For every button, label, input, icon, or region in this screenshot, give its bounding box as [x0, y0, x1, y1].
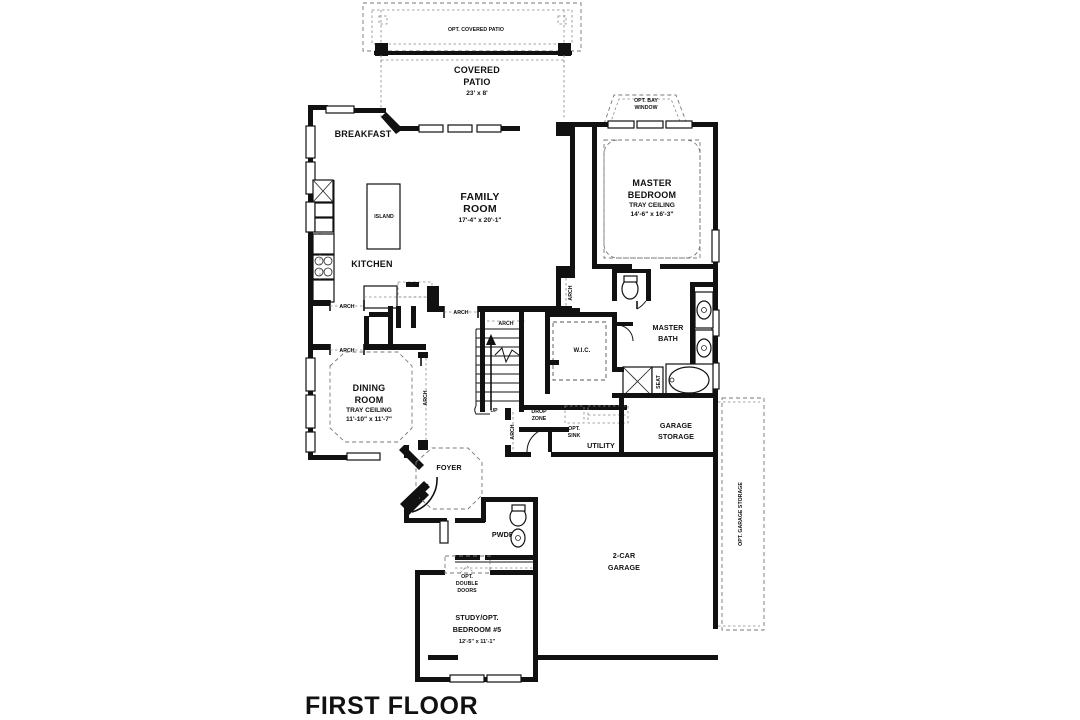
study-label-2: BEDROOM #5	[453, 625, 502, 634]
garage-label-1: 2-CAR	[613, 551, 636, 560]
sink-powder	[510, 528, 526, 548]
wic-group: W.I.C.	[545, 312, 613, 394]
covered-patio-group: COVERED PATIO 23' x 8'	[374, 43, 572, 120]
family-room-label-1: FAMILY	[460, 191, 499, 203]
opt-double-doors-label-1: OPT.	[461, 574, 473, 580]
utility-label: UTILITY	[587, 441, 615, 450]
arch-label-1: ARCH	[339, 304, 354, 310]
arch-label-5: ARCH	[568, 285, 574, 300]
page-title: FIRST FLOOR	[305, 692, 478, 720]
kitchen-island-label: ISLAND	[374, 214, 394, 220]
garage-group: 2-CAR GARAGE	[608, 551, 640, 572]
garage-storage-label-2: STORAGE	[658, 432, 694, 441]
stairs-group: UP	[474, 312, 524, 415]
dining-room-group: DINING ROOM TRAY CEILING 11'-10" x 11'-7…	[329, 351, 413, 443]
garage-storage-label-1: GARAGE	[660, 421, 692, 430]
windows-dining-bottom	[346, 452, 381, 461]
study-label-1: STUDY/OPT.	[455, 613, 498, 622]
garage-storage-group: GARAGE STORAGE	[624, 421, 718, 457]
dining-room-label-2: ROOM	[355, 395, 384, 405]
arch-label-2: ARCH	[339, 348, 354, 354]
family-room-dimensions: 17'-4" x 20'-1"	[458, 217, 501, 224]
powder-label: PWDR	[492, 530, 515, 539]
opt-double-doors-group: OPT. DOUBLE DOORS	[444, 555, 491, 594]
kitchen-group: KITCHEN ISLAND	[305, 179, 439, 312]
covered-patio-dimensions: 23' x 8'	[466, 90, 488, 97]
utility-group: DROP ZONE OPT. SINK UTILITY	[511, 398, 629, 457]
opt-bay-window-label-2: WINDOW	[634, 105, 657, 111]
study-group: STUDY/OPT. BEDROOM #5 12'-5" x 11'-1"	[453, 613, 502, 645]
arch-label-4: ARCH	[498, 321, 513, 327]
covered-patio-label-2: PATIO	[463, 77, 490, 87]
master-bedroom-ceiling: TRAY CEILING	[629, 202, 675, 209]
windows-left-wall	[305, 125, 316, 453]
foyer-label: FOYER	[436, 463, 462, 472]
windows-study-bottom	[449, 674, 522, 683]
arch-label-3: ARCH	[453, 310, 468, 316]
wic-label: W.I.C.	[574, 348, 591, 354]
drop-zone-label-1: DROP	[531, 409, 547, 415]
opt-bay-window-group: OPT. BAY WINDOW	[603, 94, 688, 125]
kitchen-label: KITCHEN	[351, 259, 392, 269]
master-bedroom-label-1: MASTER	[632, 178, 672, 188]
master-bath-label-1: MASTER	[653, 323, 685, 332]
opt-garage-storage-label: OPT. GARAGE STORAGE	[738, 482, 744, 546]
sink-master-2	[696, 338, 712, 358]
powder-room-group: PWDR	[455, 504, 538, 569]
arch-label-7: ARCH	[510, 424, 516, 439]
arch-openings: ARCH ARCH ARCH ARCH ARCH ARCH	[308, 278, 574, 457]
study-dimensions: 12'-5" x 11'-1"	[459, 639, 496, 645]
breakfast-label: BREAKFAST	[335, 129, 392, 139]
dining-room-label-1: DINING	[353, 383, 386, 393]
arch-label-6: ARCH	[423, 390, 429, 405]
master-bath-group: MASTER BATH SEAT	[612, 269, 717, 398]
covered-patio-label-1: COVERED	[454, 65, 500, 75]
opt-double-doors-label-3: DOORS	[457, 588, 477, 594]
family-room-label-2: ROOM	[463, 203, 497, 215]
foyer-group: FOYER	[400, 447, 483, 544]
master-bath-label-2: BATH	[658, 334, 678, 343]
dining-room-dimensions: 11'-10" x 11'-7"	[346, 416, 392, 423]
sink-master-1	[696, 300, 712, 320]
drop-zone-label-2: ZONE	[532, 416, 547, 422]
shower-seat-label: SEAT	[656, 374, 662, 388]
garage-label-2: GARAGE	[608, 563, 640, 572]
opt-bay-window-label-1: OPT. BAY	[634, 98, 658, 104]
opt-sink-label-1: OPT.	[568, 426, 580, 432]
opt-covered-patio-label: OPT. COVERED PATIO	[448, 27, 504, 33]
stair-treads	[476, 328, 519, 402]
master-bedroom-group: MASTER BEDROOM TRAY CEILING 14'-6" x 16'…	[592, 126, 718, 269]
refrigerator	[305, 201, 316, 233]
opt-garage-storage-group: OPT. GARAGE STORAGE	[718, 397, 765, 631]
stairs-up-label: UP	[490, 408, 498, 414]
dining-room-ceiling: TRAY CEILING	[346, 407, 392, 414]
kitchen-island	[366, 183, 401, 250]
master-bedroom-label-2: BEDROOM	[628, 190, 676, 200]
opt-double-doors-label-2: DOUBLE	[456, 581, 479, 587]
windows-breakfast-patio-doors	[325, 105, 502, 133]
opt-sink-label-2: SINK	[568, 433, 581, 439]
master-bedroom-dimensions: 14'-6" x 16'-3"	[630, 211, 673, 218]
